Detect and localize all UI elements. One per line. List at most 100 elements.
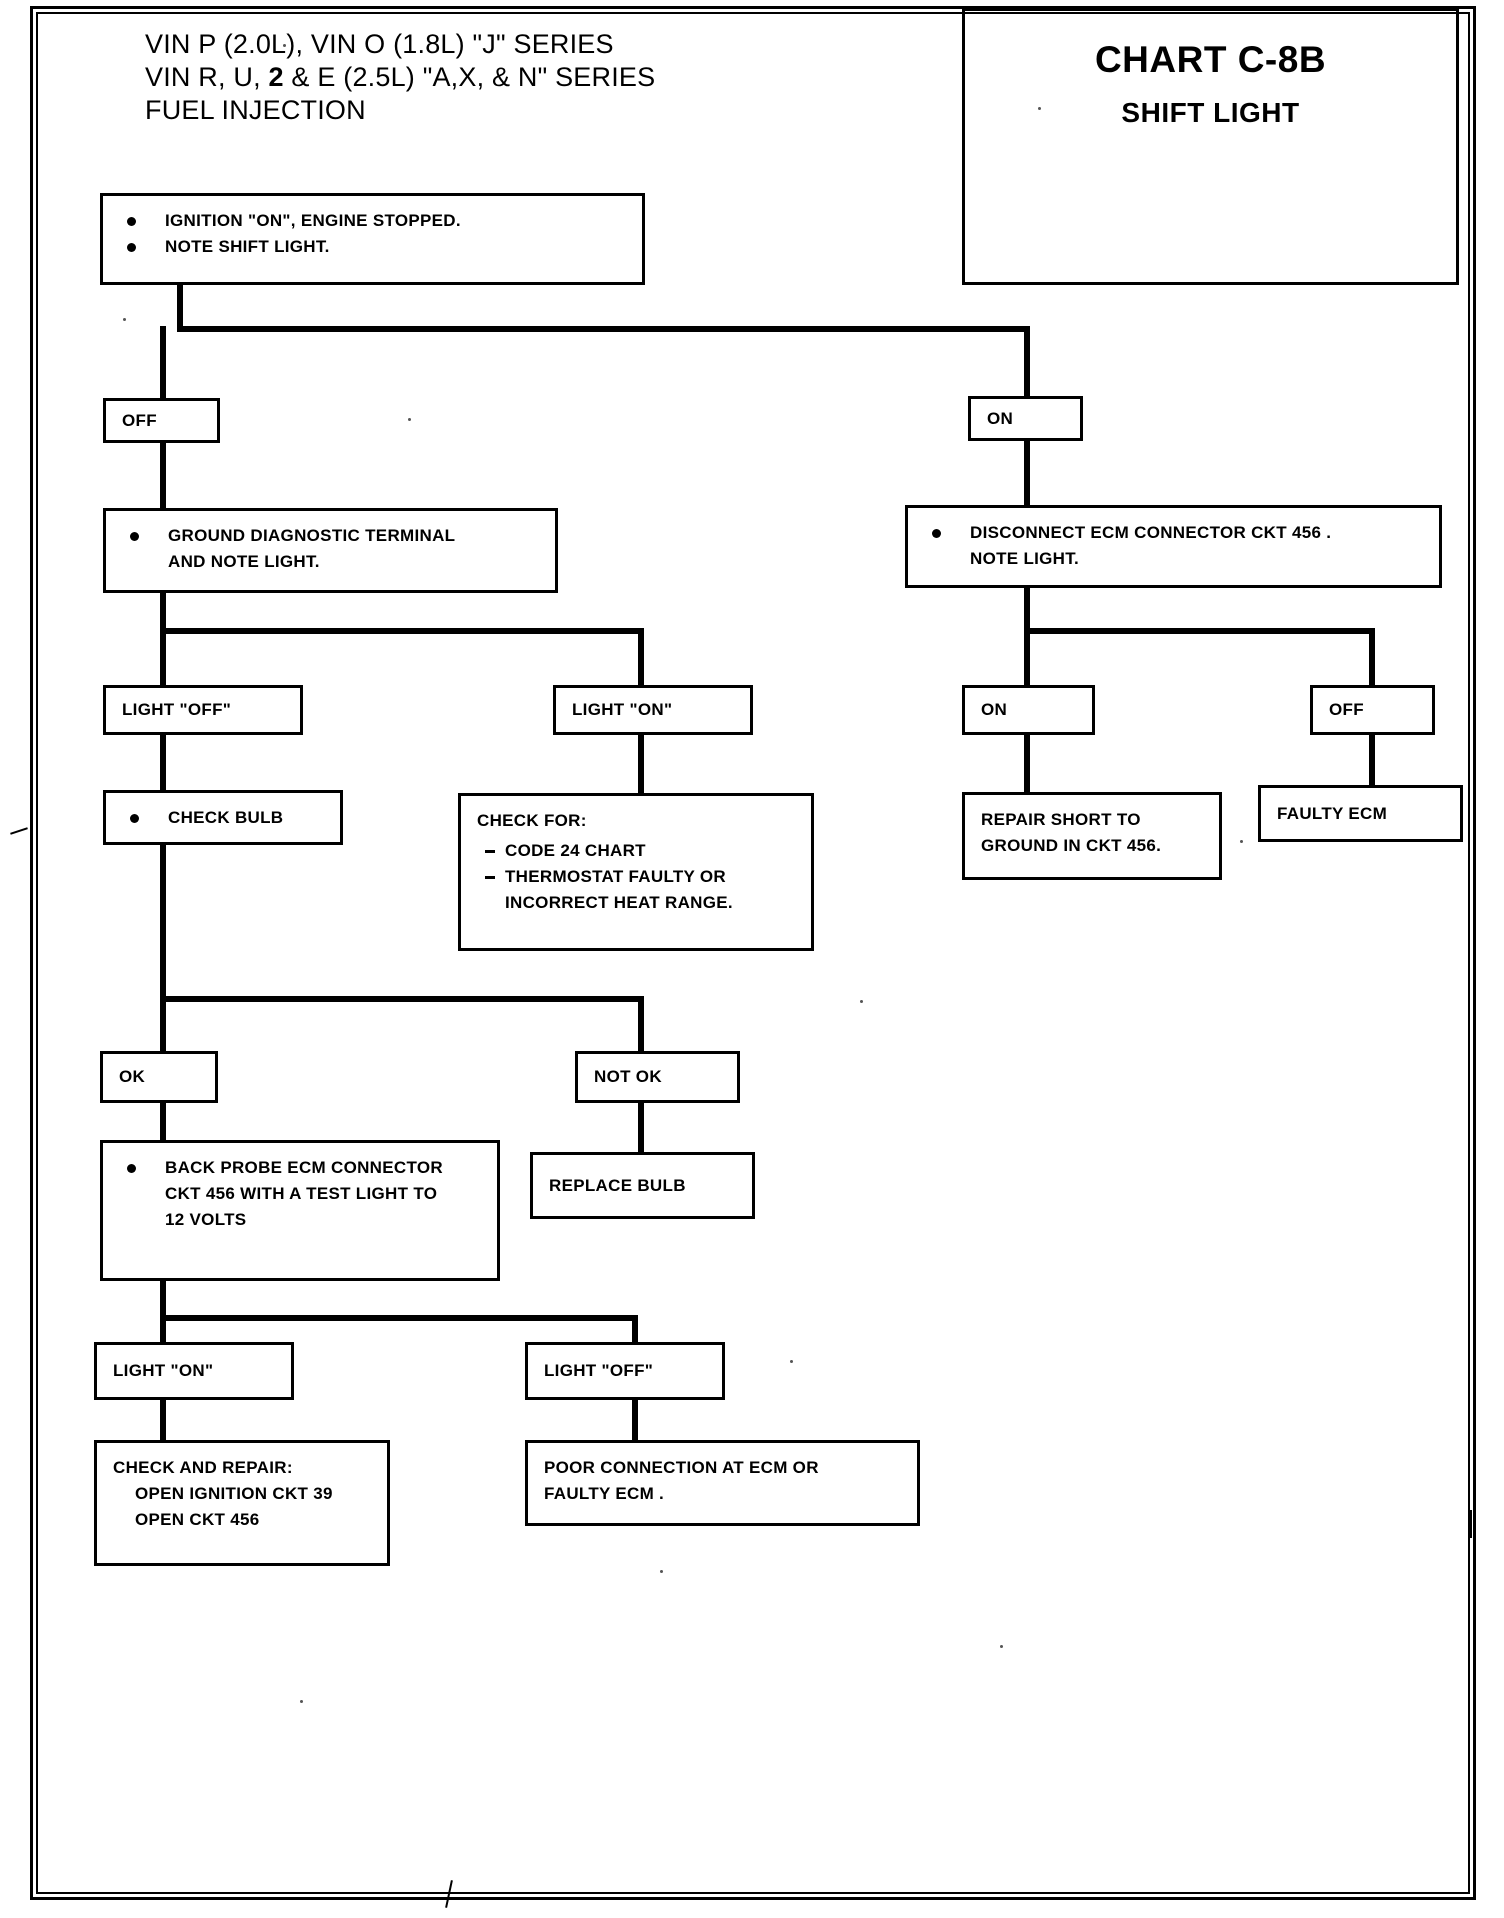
scan-speck	[123, 318, 126, 321]
connector-to-lighton2	[160, 1315, 166, 1357]
bullet-dot-icon	[130, 814, 139, 823]
scan-speck	[300, 1700, 303, 1703]
back-probe-line-3: 12 VOLTS	[165, 1210, 247, 1229]
node-on-2[interactable]: ON	[962, 685, 1095, 735]
header-line-3: FUEL INJECTION	[145, 95, 366, 125]
connector-lightoff1-down	[160, 735, 166, 790]
back-probe-line-1: BACK PROBE ECM CONNECTOR	[121, 1155, 483, 1181]
start-bullet-1: IGNITION "ON", ENGINE STOPPED.	[121, 208, 628, 234]
node-disconnect-ecm-connector[interactable]: DISCONNECT ECM CONNECTOR CKT 456 . NOTE …	[905, 505, 1442, 588]
node-light-on-2[interactable]: LIGHT "ON"	[94, 1342, 294, 1400]
node-start[interactable]: IGNITION "ON", ENGINE STOPPED. NOTE SHIF…	[100, 193, 645, 285]
poor-connection-line-1: POOR CONNECTION AT ECM OR	[544, 1458, 819, 1477]
dash-bullet-icon	[485, 850, 495, 853]
check-repair-line-3: OPEN CKT 456	[135, 1510, 260, 1529]
connector-backprobe-split	[160, 1315, 638, 1321]
node-poor-connection[interactable]: POOR CONNECTION AT ECM OR FAULTY ECM .	[525, 1440, 920, 1526]
node-light-on-1[interactable]: LIGHT "ON"	[553, 685, 753, 735]
node-ok[interactable]: OK	[100, 1051, 218, 1103]
repair-short-line-2: GROUND IN CKT 456.	[981, 836, 1162, 855]
chart-title-block: CHART C-8B SHIFT LIGHT	[962, 8, 1459, 285]
connector-on2-down	[1024, 735, 1030, 792]
back-probe-line-2: CKT 456 WITH A TEST LIGHT TO	[165, 1184, 438, 1203]
connector-lighton1-down	[638, 735, 644, 793]
node-repair-short-to-ground[interactable]: REPAIR SHORT TO GROUND IN CKT 456.	[962, 792, 1222, 880]
connector-checkbulb-split	[160, 996, 644, 1002]
scan-edge-mark	[10, 827, 28, 835]
bullet-dot-icon	[932, 529, 941, 538]
chart-id: CHART C-8B	[1094, 39, 1327, 80]
connector-to-on-2	[1024, 628, 1030, 685]
node-off-2[interactable]: OFF	[1310, 685, 1435, 735]
connector-lightoff2-down	[632, 1400, 638, 1442]
connector-to-light-off-1	[160, 628, 166, 685]
connector-to-notok	[638, 996, 644, 1051]
scan-speck	[408, 418, 411, 421]
node-not-ok[interactable]: NOT OK	[575, 1051, 740, 1103]
node-light-off-1[interactable]: LIGHT "OFF"	[103, 685, 303, 735]
ground-line-2: AND NOTE LIGHT.	[168, 552, 320, 571]
connector-ok-down	[160, 1102, 166, 1140]
scan-speck	[790, 1360, 793, 1363]
ground-line-1: GROUND DIAGNOSTIC TERMINAL	[124, 523, 541, 549]
header-line-1: VIN P (2.0L), VIN O (1.8L) "J" SERIES	[145, 29, 614, 59]
node-ground-diagnostic-terminal[interactable]: GROUND DIAGNOSTIC TERMINAL AND NOTE LIGH…	[103, 508, 558, 593]
repair-short-line-1: REPAIR SHORT TO	[981, 810, 1141, 829]
node-check-for[interactable]: CHECK FOR: CODE 24 CHART THERMOSTAT FAUL…	[458, 793, 814, 951]
check-bulb-line: CHECK BULB	[124, 805, 326, 831]
start-bullet-2: NOTE SHIFT LIGHT.	[121, 234, 628, 260]
header-line-2: VIN R, U, 2 & E (2.5L) "A,X, & N" SERIES	[145, 62, 656, 92]
scan-speck	[660, 1570, 663, 1573]
bullet-dot-icon	[130, 532, 139, 541]
connector-disconnect-split	[1024, 628, 1374, 634]
connector-ground-down	[160, 592, 166, 632]
connector-off-down	[160, 442, 166, 510]
node-check-and-repair[interactable]: CHECK AND REPAIR: OPEN IGNITION CKT 39 O…	[94, 1440, 390, 1566]
check-for-item-2: THERMOSTAT FAULTY OR	[477, 864, 797, 890]
scan-speck	[1000, 1645, 1003, 1648]
connector-backprobe-down	[160, 1280, 166, 1320]
connector-checkbulb-down	[160, 845, 166, 1000]
node-back-probe-ecm-connector[interactable]: BACK PROBE ECM CONNECTOR CKT 456 WITH A …	[100, 1140, 500, 1281]
connector-to-light-on-1	[638, 628, 644, 685]
connector-ground-split	[160, 628, 643, 634]
node-branch-on[interactable]: ON	[968, 396, 1083, 441]
check-repair-line-2: OPEN IGNITION CKT 39	[135, 1484, 333, 1503]
connector-to-off-2	[1369, 628, 1375, 685]
node-check-bulb[interactable]: CHECK BULB	[103, 790, 343, 845]
scan-speck	[283, 44, 286, 47]
scan-edge-mark	[1470, 1510, 1472, 1538]
connector-notok-down	[638, 1102, 644, 1152]
check-repair-line-1: CHECK AND REPAIR:	[113, 1458, 293, 1477]
poor-connection-line-2: FAULTY ECM .	[544, 1484, 665, 1503]
page-border-inner	[36, 12, 1470, 1894]
check-for-item-2-cont: INCORRECT HEAT RANGE.	[505, 893, 733, 912]
bullet-dot-icon	[127, 217, 136, 226]
connector-to-on	[1024, 326, 1030, 398]
node-branch-off[interactable]: OFF	[103, 398, 220, 443]
scan-speck	[1240, 840, 1243, 843]
node-replace-bulb[interactable]: REPLACE BULB	[530, 1152, 755, 1219]
bullet-dot-icon	[127, 1164, 136, 1173]
connector-off2-down	[1369, 735, 1375, 785]
page-border-outer	[30, 6, 1476, 1900]
node-faulty-ecm[interactable]: FAULTY ECM	[1258, 785, 1463, 842]
check-for-item-1: CODE 24 CHART	[477, 838, 797, 864]
dash-bullet-icon	[485, 876, 495, 879]
connector-start-split	[177, 326, 1030, 332]
chart-name: SHIFT LIGHT	[1121, 97, 1300, 128]
scan-speck	[860, 1000, 863, 1003]
node-light-off-2[interactable]: LIGHT "OFF"	[525, 1342, 725, 1400]
scan-speck	[1038, 107, 1041, 110]
connector-start-down	[177, 285, 183, 330]
connector-to-off	[160, 326, 166, 398]
disconnect-line-2: NOTE LIGHT.	[970, 549, 1080, 568]
bullet-dot-icon	[127, 243, 136, 252]
disconnect-line-1: DISCONNECT ECM CONNECTOR CKT 456 .	[926, 520, 1425, 546]
application-header: VIN P (2.0L), VIN O (1.8L) "J" SERIES VI…	[145, 28, 785, 127]
connector-on-down	[1024, 440, 1030, 508]
connector-disconnect-down	[1024, 586, 1030, 631]
connector-to-ok	[160, 996, 166, 1051]
connector-lighton2-down	[160, 1400, 166, 1442]
